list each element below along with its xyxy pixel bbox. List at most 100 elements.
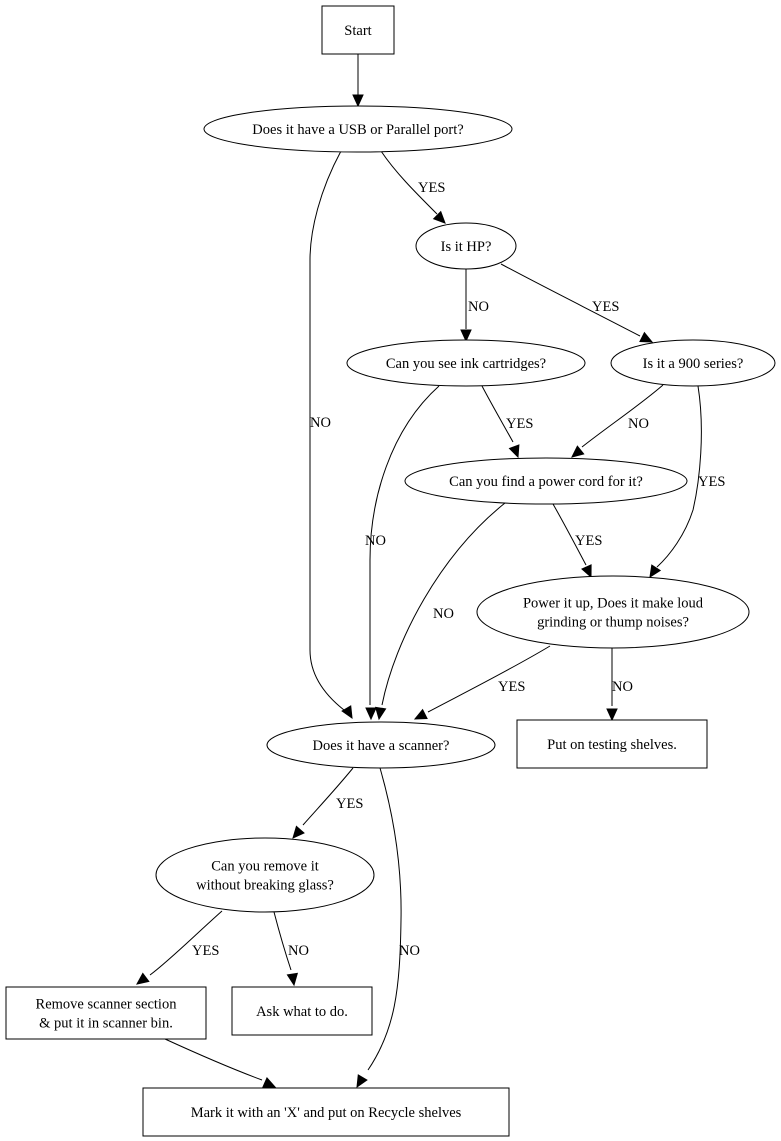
arrowhead-icon xyxy=(374,706,387,721)
edge-ink_cartridges-to-has_scanner xyxy=(365,385,440,721)
edge-remove_glass-to-ask xyxy=(273,911,299,987)
node-box xyxy=(5,986,207,1040)
node-ellipse xyxy=(203,105,513,153)
edge-remove_scanner-to-recycle xyxy=(164,1038,277,1088)
edge-line xyxy=(552,503,587,566)
edge-is_hp-to-series_900 xyxy=(500,263,654,343)
node-label: Power it up, Does it make loud xyxy=(523,596,704,612)
edge-usb_port-to-is_hp xyxy=(380,150,446,224)
edge-label: YES xyxy=(592,299,619,315)
arrowhead-icon xyxy=(571,445,585,458)
node-label: Can you remove it xyxy=(211,859,319,875)
edge-label: NO xyxy=(433,606,454,622)
node-label: Is it HP? xyxy=(441,239,492,255)
node-recycle: Mark it with an 'X' and put on Recycle s… xyxy=(142,1087,510,1137)
edge-label: YES xyxy=(192,943,219,959)
node-label: without breaking glass? xyxy=(196,878,334,894)
edge-is_hp-to-ink_cartridges xyxy=(460,269,472,343)
node-ellipse xyxy=(610,339,776,387)
arrowhead-icon xyxy=(136,972,150,985)
edge-line xyxy=(380,150,438,215)
node-ellipse xyxy=(346,339,586,387)
node-label: Start xyxy=(344,23,371,39)
node-label: Can you see ink cartridges? xyxy=(386,356,546,372)
node-is-hp: Is it HP? xyxy=(415,222,517,270)
arrowhead-icon xyxy=(639,331,654,343)
node-remove-glass: Can you remove it without breaking glass? xyxy=(155,837,375,913)
node-testing-shelves: Put on testing shelves. xyxy=(516,719,708,769)
arrowhead-icon xyxy=(262,1077,277,1088)
edge-label: NO xyxy=(628,416,649,432)
edge-line xyxy=(367,767,402,1071)
arrowhead-icon xyxy=(606,708,618,722)
node-label: Does it have a scanner? xyxy=(313,738,450,754)
edge-start-to-usb_port xyxy=(352,54,364,108)
edge-power_up-to-testing_shelves xyxy=(606,648,618,722)
arrowhead-icon xyxy=(286,972,299,987)
edge-label: YES xyxy=(506,416,533,432)
edge-series_900-to-power_up xyxy=(649,385,702,579)
node-box xyxy=(142,1087,510,1137)
edge-label: YES xyxy=(698,474,725,490)
edge-line xyxy=(581,384,664,448)
node-label: Ask what to do. xyxy=(256,1004,348,1020)
arrowhead-icon xyxy=(649,564,662,579)
edge-power_up-to-has_scanner xyxy=(413,645,551,720)
node-label: & put it in scanner bin. xyxy=(39,1016,173,1032)
node-label: Put on testing shelves. xyxy=(547,737,677,753)
node-label: Does it have a USB or Parallel port? xyxy=(252,122,463,138)
edge-line xyxy=(481,385,514,443)
edge-line xyxy=(302,767,354,826)
node-ink-cartridges: Can you see ink cartridges? xyxy=(346,339,586,387)
arrowhead-icon xyxy=(508,444,520,459)
node-box xyxy=(516,719,708,769)
edge-label: NO xyxy=(612,679,633,695)
edge-label: NO xyxy=(468,299,489,315)
edge-usb_port-to-has_scanner xyxy=(309,150,353,720)
arrowhead-icon xyxy=(581,564,592,579)
node-power-cord: Can you find a power cord for it? xyxy=(404,457,688,505)
node-label: Mark it with an 'X' and put on Recycle s… xyxy=(191,1105,462,1121)
edge-line xyxy=(369,385,440,705)
arrowhead-icon xyxy=(341,705,353,720)
node-ellipse xyxy=(404,457,688,505)
node-label: Is it a 900 series? xyxy=(643,356,744,372)
node-box xyxy=(321,5,395,55)
edge-label: YES xyxy=(418,180,445,196)
arrowhead-icon xyxy=(292,825,305,839)
node-series-900: Is it a 900 series? xyxy=(610,339,776,387)
edge-power_cord-to-power_up xyxy=(552,503,592,579)
node-has-scanner: Does it have a scanner? xyxy=(266,721,496,769)
edge-power_cord-to-has_scanner xyxy=(374,502,506,721)
node-ellipse xyxy=(155,837,375,913)
edge-remove_glass-to-remove_scanner xyxy=(136,910,223,985)
arrowhead-icon xyxy=(460,329,472,343)
edge-label: YES xyxy=(498,679,525,695)
edge-line xyxy=(149,910,223,976)
edge-line xyxy=(427,645,551,713)
node-remove-scanner: Remove scanner section & put it in scanne… xyxy=(5,986,207,1040)
node-label: Can you find a power cord for it? xyxy=(449,474,643,490)
node-box xyxy=(231,986,373,1036)
node-label: Remove scanner section xyxy=(36,997,178,1013)
node-ask: Ask what to do. xyxy=(231,986,373,1036)
node-ellipse xyxy=(415,222,517,270)
arrowhead-icon xyxy=(352,94,364,108)
edge-label: NO xyxy=(310,415,331,431)
edges-layer xyxy=(136,54,702,1089)
edge-label: YES xyxy=(575,533,602,549)
edge-series_900-to-power_cord xyxy=(571,384,664,458)
edge-has_scanner-to-recycle xyxy=(356,767,402,1089)
edge-line xyxy=(656,385,702,568)
node-usb-port: Does it have a USB or Parallel port? xyxy=(203,105,513,153)
node-start: Start xyxy=(321,5,395,55)
arrowhead-icon xyxy=(356,1074,368,1089)
node-ellipse xyxy=(476,575,750,649)
edge-ink_cartridges-to-power_cord xyxy=(481,385,520,459)
edge-label: NO xyxy=(365,533,386,549)
edge-line xyxy=(273,911,292,971)
